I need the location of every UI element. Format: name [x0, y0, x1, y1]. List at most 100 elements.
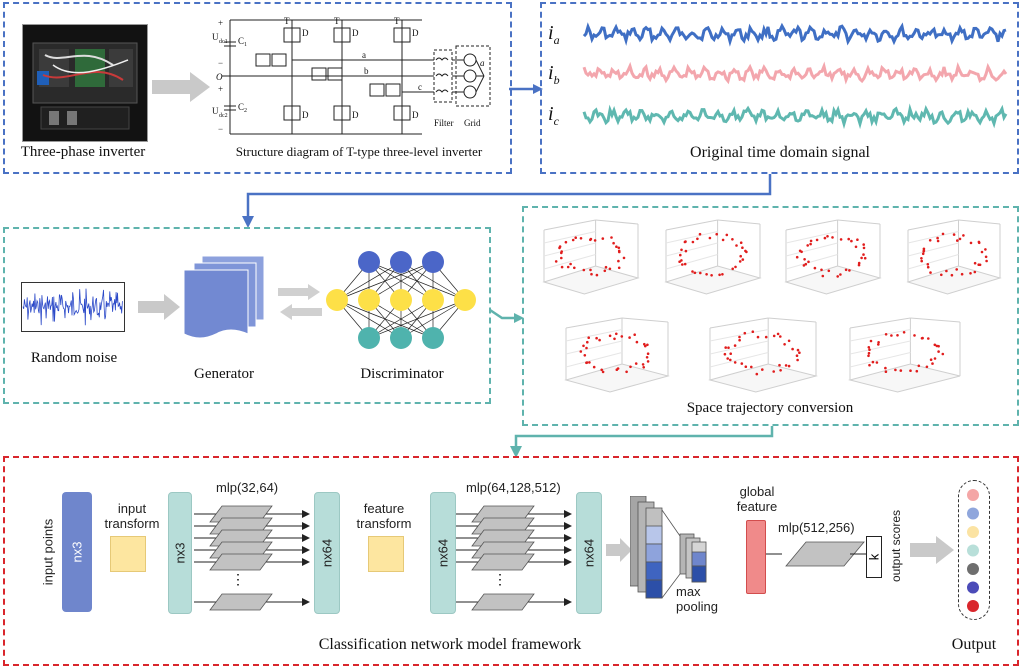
output-class-3 [967, 544, 979, 557]
signal-trace-c [582, 103, 1008, 130]
max-pooling-matrices [630, 496, 707, 599]
svg-text:+: + [218, 18, 223, 28]
arrow-to-pooling [606, 538, 632, 562]
trajectory-plot-4 [564, 317, 670, 393]
svg-text:a: a [480, 58, 485, 68]
udc1-label: U [212, 32, 219, 42]
classifier-panel [3, 456, 1019, 666]
gan-panel [3, 227, 491, 404]
nx64-bar-1: nx64 [314, 492, 340, 614]
mlp3-layer [766, 541, 866, 567]
mlp-ellipsis: ⋮ [231, 571, 245, 587]
time-signal-plots [582, 22, 1008, 130]
trajectory-plot-2 [784, 219, 882, 295]
generator-caption: Generator [194, 366, 254, 382]
disc-node-1-0 [326, 289, 348, 311]
disc-node-1-3 [422, 289, 444, 311]
mlp1-label: mlp(32,64) [216, 480, 279, 495]
nx64-bar-3: nx64 [576, 492, 602, 614]
global-feature-label: global feature [736, 484, 778, 514]
trajectory-plot-3 [906, 219, 1002, 295]
inverter-photo [22, 24, 148, 142]
svg-text:T: T [334, 16, 340, 26]
disc-node-2-2 [422, 327, 444, 349]
disc-node-0-1 [390, 251, 412, 273]
output-class-2 [967, 526, 979, 538]
mlp-ellipsis: ⋮ [493, 571, 507, 587]
signal-label-c: ic [548, 103, 559, 128]
svg-text:+: + [218, 84, 223, 94]
mlp2-stack: ⋮ [456, 505, 572, 611]
arrow-photo-to-circuit [152, 72, 210, 102]
svg-text:dc2: dc2 [219, 113, 228, 119]
mlp1-stack: ⋮ [194, 505, 310, 611]
svg-text:D: D [412, 110, 419, 120]
svg-text:−: − [218, 58, 223, 68]
output-class-4 [967, 563, 979, 575]
input-points-label: input points [40, 518, 56, 586]
connector-inverter-to-signal [509, 84, 543, 94]
input-points-bar: nx3 [62, 492, 92, 612]
svg-text:dc1: dc1 [219, 39, 228, 45]
trajectory-plot-5 [708, 317, 818, 393]
feature-transform-box [368, 536, 404, 572]
random-noise-plot [21, 282, 125, 332]
mlp3-label: mlp(512,256) [778, 520, 855, 535]
output-class-6 [967, 600, 979, 612]
feature-transform-label: feature transform [356, 501, 412, 531]
connector-trajectory-to-classifier [510, 426, 774, 458]
svg-text:b: b [364, 66, 369, 76]
udc2-label: U [212, 106, 219, 116]
disc-node-0-2 [422, 251, 444, 273]
filter-label: Filter [434, 118, 454, 128]
signal-label-a: ia [548, 22, 560, 47]
svg-text:C: C [238, 102, 244, 112]
svg-text:1: 1 [244, 42, 247, 48]
svg-text:D: D [302, 28, 309, 38]
discriminator-network [326, 251, 476, 349]
output-scores-box: k [866, 536, 882, 578]
disc-node-2-0 [358, 327, 380, 349]
svg-text:D: D [352, 110, 359, 120]
svg-text:D: D [352, 28, 359, 38]
svg-text:T: T [394, 16, 400, 26]
classifier-caption: Classification network model framework [318, 636, 582, 653]
output-class-5 [967, 581, 979, 594]
svg-text:C: C [238, 36, 244, 46]
output-scores-label: output scores [889, 509, 903, 583]
node-o-label: O [216, 72, 223, 82]
input-transform-box [110, 536, 146, 572]
arrow-noise-to-generator [138, 294, 180, 320]
svg-text:D: D [302, 110, 309, 120]
global-feature-bar [746, 520, 766, 594]
output-column [958, 480, 990, 620]
trajectory-plot-6 [848, 317, 961, 393]
connector-signal-to-gan [242, 174, 772, 228]
nx3-bar: nx3 [168, 492, 192, 614]
disc-node-1-4 [454, 289, 476, 311]
k-label: k [866, 553, 882, 561]
svg-text:−: − [218, 124, 223, 134]
arrow-to-output [910, 536, 954, 564]
gan-feedback-arrows [278, 284, 322, 320]
trajectory-plots [542, 219, 1002, 393]
inverter-photo-caption: Three-phase inverter [20, 144, 146, 160]
output-class-0 [967, 489, 979, 501]
disc-node-1-2 [390, 289, 412, 311]
input-transform-label: input transform [104, 501, 160, 531]
trajectory-panel [522, 206, 1019, 426]
signal-trace-a [582, 22, 1007, 47]
grid-label: Grid [464, 118, 481, 128]
discriminator-caption: Discriminator [360, 366, 444, 382]
trajectory-plot-1 [664, 219, 762, 295]
svg-text:2: 2 [244, 108, 247, 114]
nx64-bar-2: nx64 [430, 492, 456, 614]
output-caption: Output [951, 636, 997, 653]
circuit-caption: Structure diagram of T-type three-level … [235, 144, 483, 159]
signal-label-b: ib [548, 62, 560, 87]
random-noise-caption: Random noise [30, 350, 118, 366]
disc-node-0-0 [358, 251, 380, 273]
signal-caption: Original time domain signal [690, 144, 870, 161]
